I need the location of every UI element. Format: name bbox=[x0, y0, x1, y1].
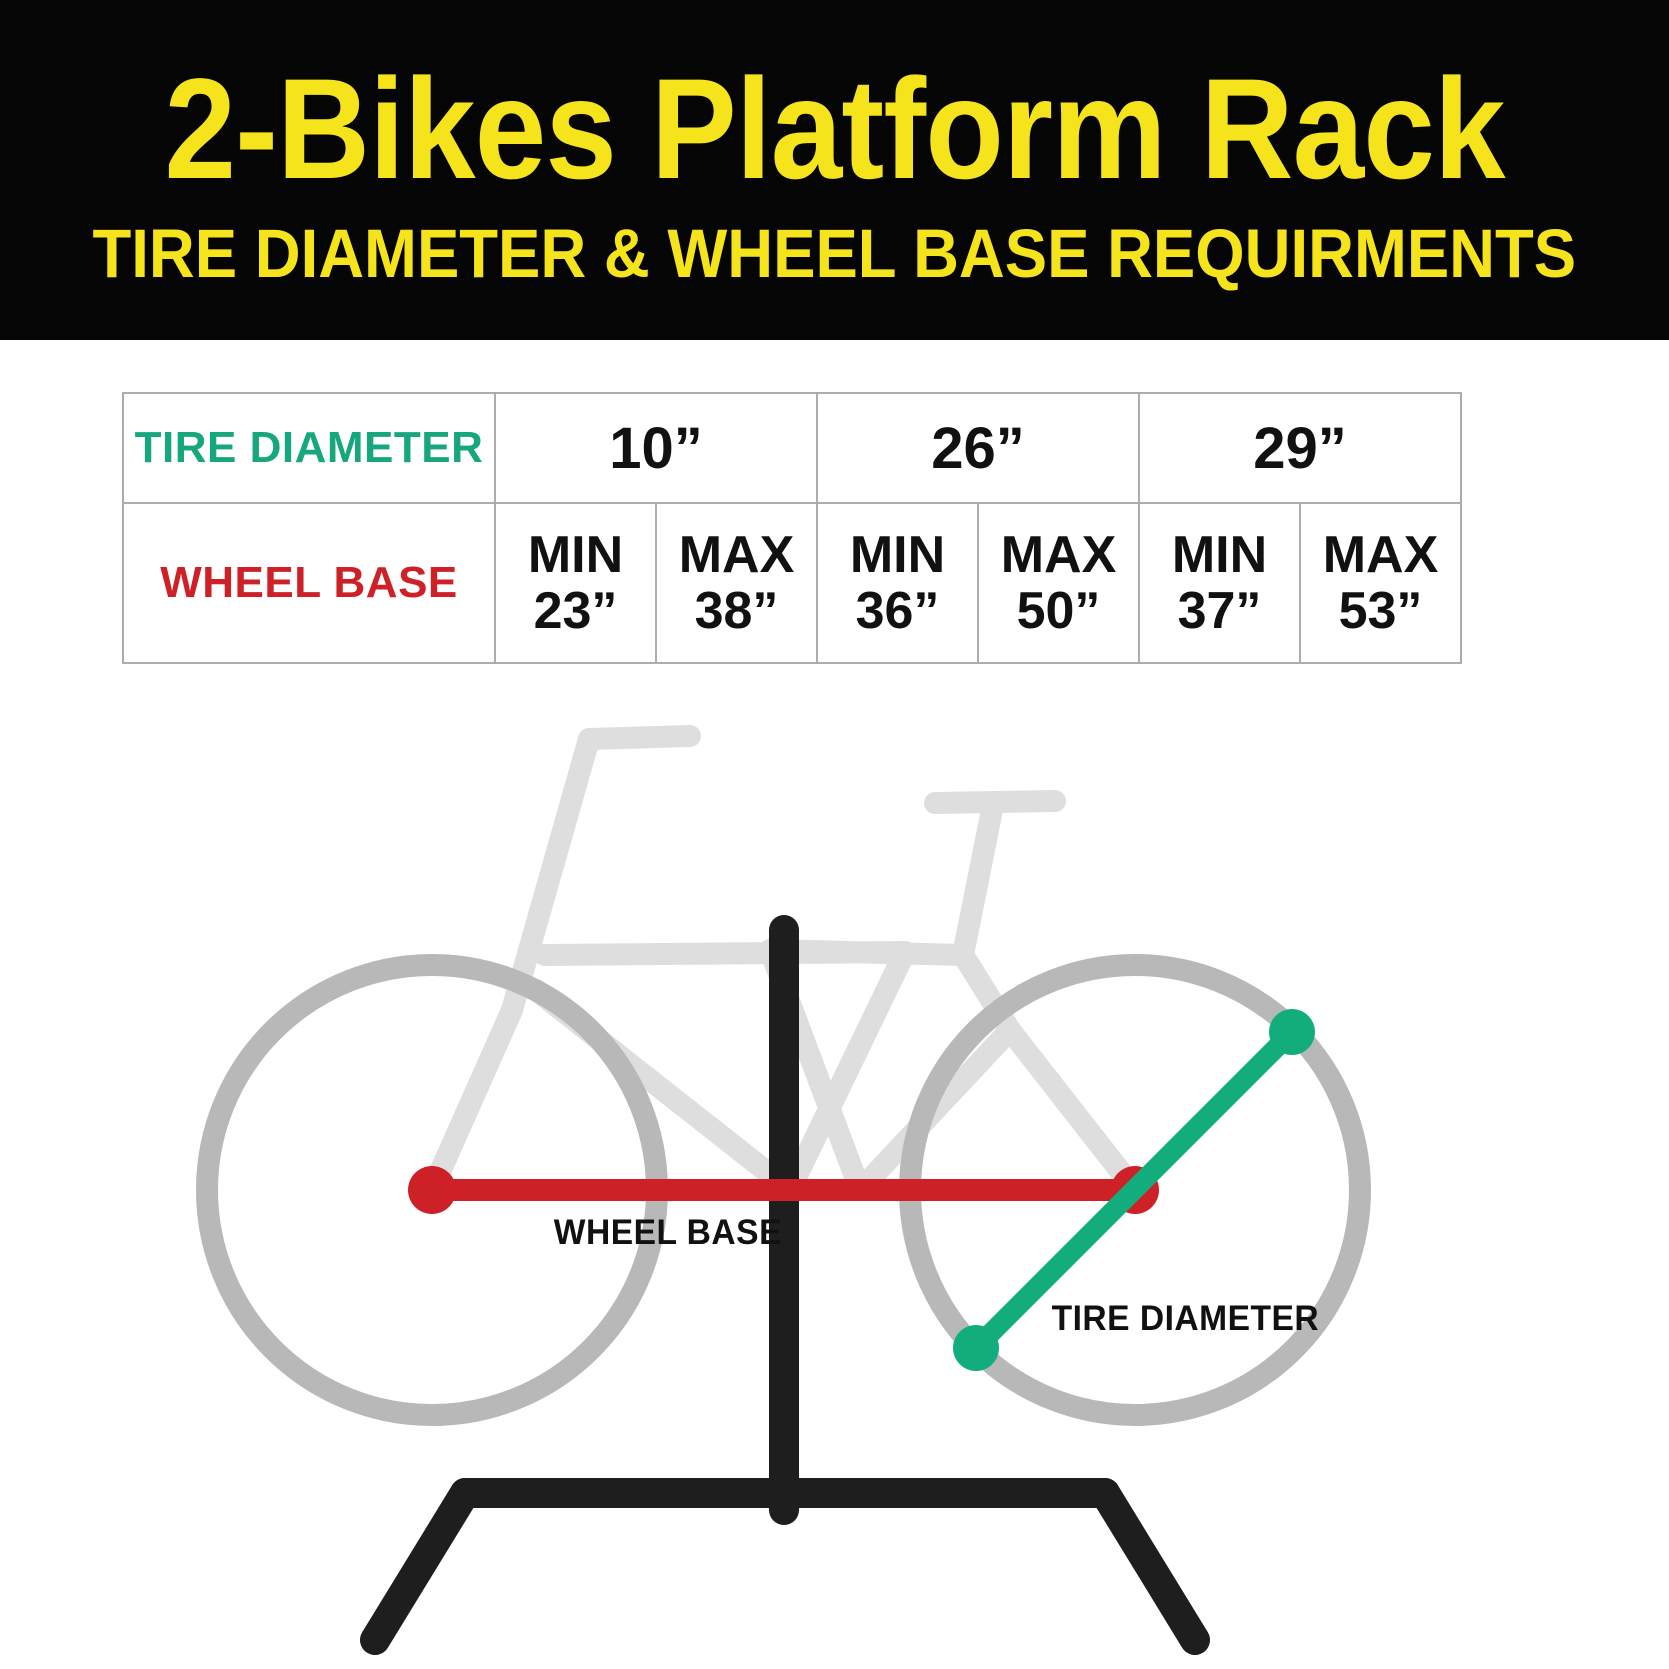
min-word-1: MIN bbox=[849, 525, 946, 584]
tire-diameter-text-2: 29” bbox=[1253, 415, 1347, 481]
rack-leg-right bbox=[1090, 1478, 1210, 1655]
tire-diameter-value-1: 26” bbox=[816, 392, 1140, 504]
wheel-base-max-0: MAX 38” bbox=[655, 502, 818, 664]
max-word-0: MAX bbox=[678, 525, 795, 584]
wheel-base-min-1: MIN 36” bbox=[816, 502, 979, 664]
max-value-0: 38” bbox=[694, 582, 779, 640]
platform-rack-icon bbox=[360, 915, 1210, 1655]
rack-leg-left bbox=[360, 1478, 480, 1655]
min-value-0: 23” bbox=[533, 582, 618, 640]
wheel-base-endpoint-left bbox=[408, 1166, 456, 1214]
max-word-2: MAX bbox=[1322, 525, 1439, 584]
max-word-1: MAX bbox=[1000, 525, 1117, 584]
tire-diameter-text-1: 26” bbox=[931, 415, 1025, 481]
table-row-wheel-base: WHEEL BASE MIN 23” MAX 38” MIN 36” MAX 5… bbox=[122, 502, 1462, 664]
wheel-base-max-1: MAX 50” bbox=[977, 502, 1140, 664]
row-label-tire-diameter: TIRE DIAMETER bbox=[122, 392, 496, 504]
wheel-base-label: WHEEL BASE bbox=[160, 558, 458, 607]
max-value-2: 53” bbox=[1338, 582, 1423, 640]
wheel-base-measure-label: WHEEL BASE bbox=[553, 1213, 782, 1252]
table-row-tire-diameter: TIRE DIAMETER 10” 26” 29” bbox=[122, 392, 1462, 504]
tire-diameter-endpoint-top bbox=[1269, 1009, 1315, 1055]
bicycle-icon bbox=[196, 725, 1371, 1655]
tire-diameter-label: TIRE DIAMETER bbox=[134, 423, 484, 472]
tire-diameter-value-2: 29” bbox=[1138, 392, 1462, 504]
min-value-1: 36” bbox=[855, 582, 940, 640]
tire-diameter-value-0: 10” bbox=[494, 392, 818, 504]
tire-diameter-text-0: 10” bbox=[609, 415, 703, 481]
bike-rack-diagram bbox=[0, 690, 1669, 1669]
tire-diameter-endpoint-bottom bbox=[953, 1325, 999, 1371]
tire-diameter-measure-line bbox=[953, 1009, 1315, 1371]
wheel-base-min-2: MIN 37” bbox=[1138, 502, 1301, 664]
min-word-2: MIN bbox=[1171, 525, 1268, 584]
spec-table: TIRE DIAMETER 10” 26” 29” WHEEL BASE MIN… bbox=[122, 392, 1462, 664]
page-title: 2-Bikes Platform Rack bbox=[164, 50, 1505, 209]
wheel-base-max-2: MAX 53” bbox=[1299, 502, 1462, 664]
tire-diameter-measure-label: TIRE DIAMETER bbox=[1051, 1299, 1320, 1338]
row-label-wheel-base: WHEEL BASE bbox=[122, 502, 496, 664]
page-subtitle: TIRE DIAMETER & WHEEL BASE REQUIRMENTS bbox=[92, 215, 1577, 292]
min-value-2: 37” bbox=[1177, 582, 1262, 640]
max-value-1: 50” bbox=[1016, 582, 1101, 640]
header-banner: 2-Bikes Platform Rack TIRE DIAMETER & WH… bbox=[0, 0, 1669, 340]
min-word-0: MIN bbox=[527, 525, 624, 584]
wheel-base-min-0: MIN 23” bbox=[494, 502, 657, 664]
